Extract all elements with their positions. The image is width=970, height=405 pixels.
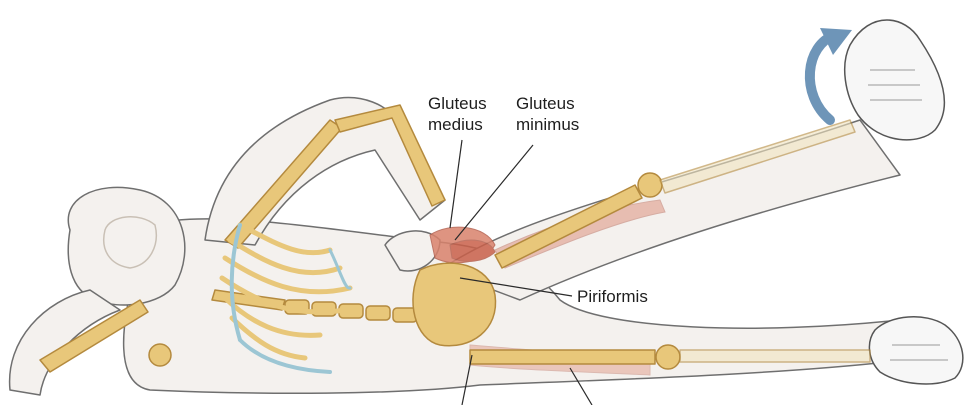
- gluteus-minimus-label-line2: minimus: [516, 114, 579, 135]
- lower-knee-bone: [656, 345, 680, 369]
- piriformis-label: Piriformis: [577, 286, 648, 307]
- gluteus-medius-label-line2: medius: [428, 114, 487, 135]
- gluteus-medius-leader: [450, 140, 462, 228]
- gluteus-minimus-label-line1: Gluteus: [516, 93, 579, 114]
- elbow-bone: [149, 344, 171, 366]
- gluteus-minimus-leader: [455, 145, 533, 240]
- pelvis-bone: [413, 263, 496, 346]
- bottom-shoe: [869, 317, 962, 384]
- gluteus-medius-label-line1: Gluteus: [428, 93, 487, 114]
- lower-femur-bone: [470, 350, 655, 364]
- lower-tibia-bone: [680, 350, 870, 362]
- gluteus-minimus-label: Gluteus minimus: [516, 93, 579, 135]
- top-knee-bone: [638, 173, 662, 197]
- gluteus-medius-label: Gluteus medius: [428, 93, 487, 135]
